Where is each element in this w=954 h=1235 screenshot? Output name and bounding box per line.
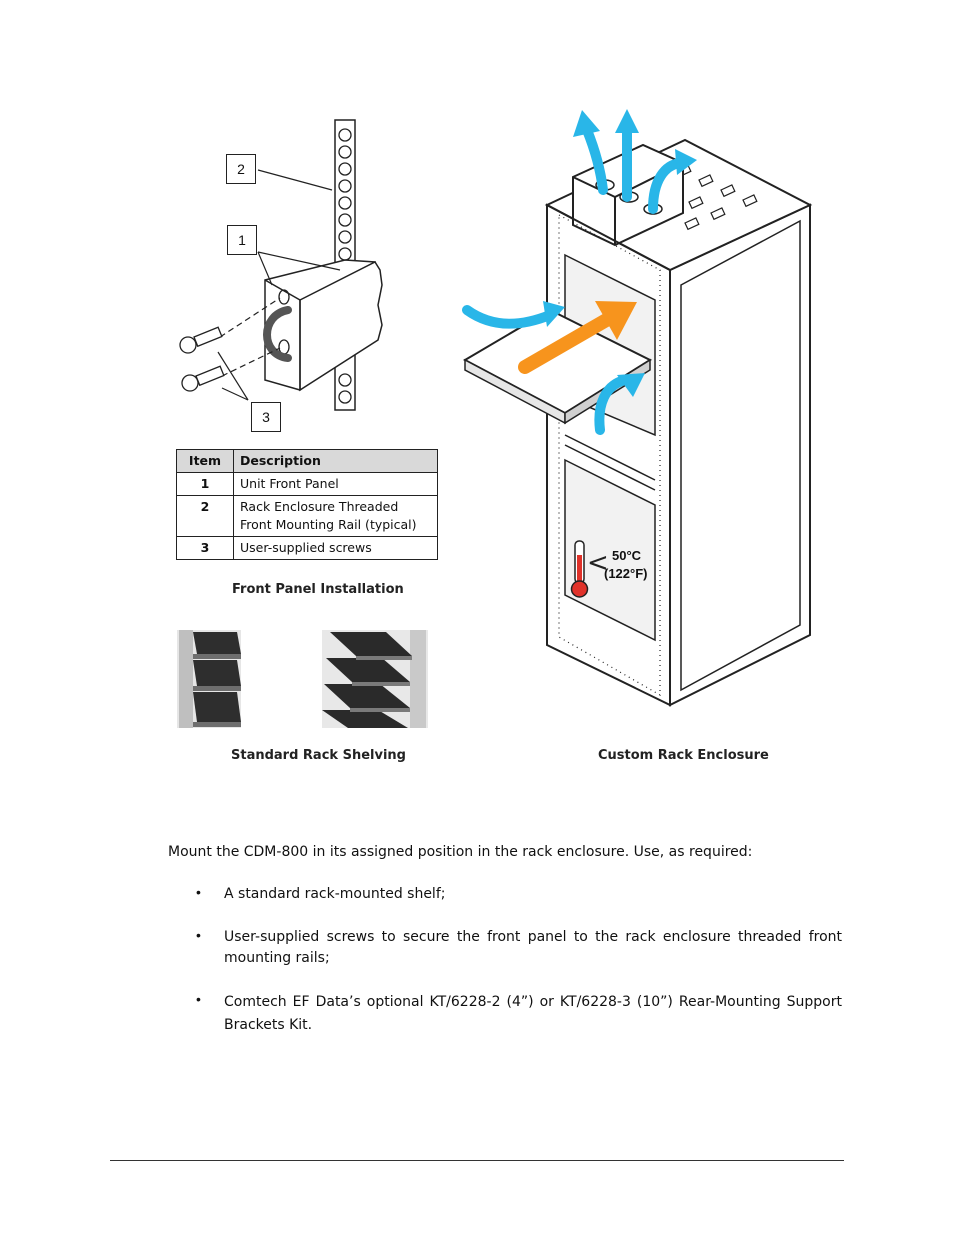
table-row: 3 User-supplied screws [176,536,438,560]
table-cell-item: 3 [176,536,234,560]
description-line: Unit Front Panel [240,476,339,491]
callout-2: 2 [226,154,256,184]
bullet-item-brackets-kit: Comtech EF Data’s optional KT/6228-2 (4”… [224,994,842,1033]
bullet-item-screws: User-supplied screws to secure the front… [224,929,842,966]
caption-standard-rack-shelving: Standard Rack Shelving [231,748,406,763]
description-line: Rack Enclosure Threaded [240,499,399,514]
temperature-less-than-symbol: < [587,548,609,578]
bullet-marker: • [196,927,201,943]
table-header-row: Item Description [176,449,438,473]
table-row: 1 Unit Front Panel [176,472,438,496]
description-line: User-supplied screws [240,540,372,555]
temperature-fahrenheit-label: (122°F) [604,566,648,581]
table-header-description: Description [233,449,438,473]
bullet-marker: • [196,884,201,900]
table-cell-description: User-supplied screws [233,536,438,560]
table-header-item: Item [176,449,234,473]
footer-rule [110,1160,844,1161]
shelving-photo-right [322,630,428,728]
callout-1: 1 [227,225,257,255]
table-cell-description: Unit Front Panel [233,472,438,496]
item-description-table: Item Description 1 Unit Front Panel 2 Ra… [176,449,438,560]
callout-3: 3 [251,402,281,432]
intro-paragraph: Mount the CDM-800 in its assigned positi… [168,844,753,860]
caption-custom-rack-enclosure: Custom Rack Enclosure [598,748,769,763]
description-line: Front Mounting Rail (typical) [240,517,417,532]
custom-rack-enclosure-drawing [462,109,813,707]
caption-front-panel-installation: Front Panel Installation [232,582,404,597]
table-cell-item: 1 [176,472,234,496]
bullet-marker: • [196,991,201,1007]
table-cell-item: 2 [176,495,234,537]
shelving-photo-left [177,630,241,728]
bullet-item-shelf: A standard rack-mounted shelf; [224,886,446,902]
front-panel-installation-drawing [179,119,383,411]
temperature-celsius-label: 50°C [612,548,642,563]
